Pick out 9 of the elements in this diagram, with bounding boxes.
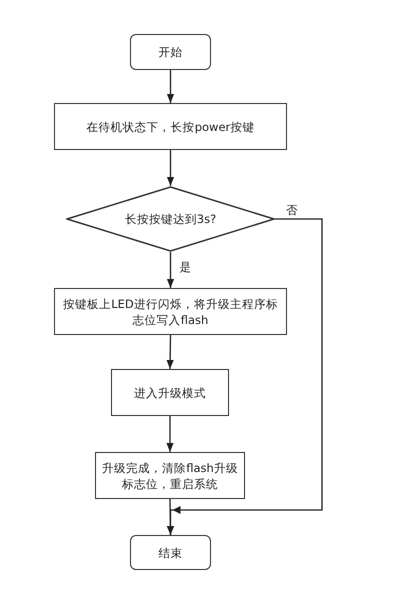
end-terminal: 结束	[130, 535, 211, 570]
edge-label: 是	[178, 260, 192, 275]
process-box: 进入升级模式	[111, 369, 229, 416]
process-box: 在待机状态下，长按power按键	[54, 103, 287, 150]
decision-diamond: 长按按键达到3s?	[66, 186, 275, 252]
edge-label: 否	[285, 203, 299, 218]
process-box: 升级完成，清除flash升级标志位，重启系统	[95, 452, 245, 499]
start-terminal: 开始	[130, 34, 211, 70]
process-box: 按键板上LED进行闪烁，将升级主程序标志位写入flash	[54, 288, 287, 335]
